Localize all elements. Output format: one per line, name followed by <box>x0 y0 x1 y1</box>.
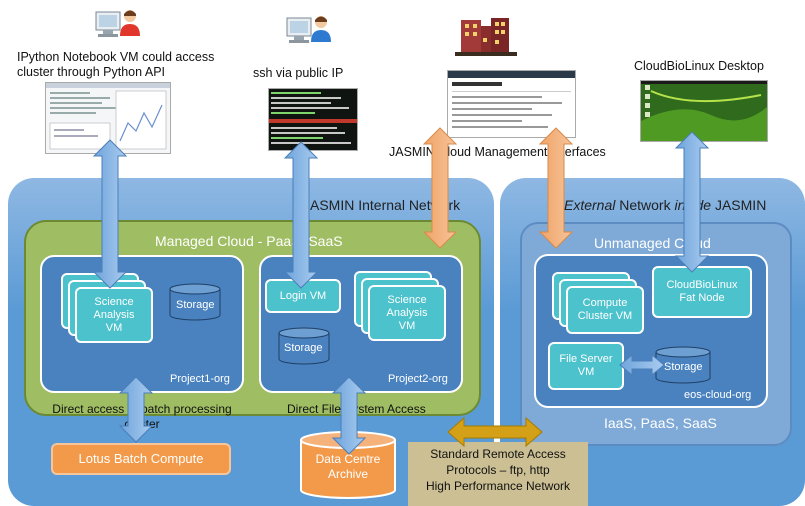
eos-storage-label: Storage <box>664 361 703 373</box>
user-computer-icon <box>286 16 331 43</box>
cloud-management-screenshot <box>447 70 576 138</box>
ssh-label: ssh via public IP <box>253 66 344 80</box>
cloudbiolinux-fat-node: CloudBioLinux Fat Node <box>652 266 752 318</box>
storage-cylinder-icon <box>169 283 221 321</box>
internal-network-title: JASMIN Internal Network <box>303 197 461 213</box>
external-network-title: External Network inside JASMIN <box>564 197 766 213</box>
ipython-notebook-screenshot <box>45 82 171 154</box>
science-analysis-vm-2: Science Analysis VM <box>368 285 446 341</box>
science-analysis-vm: Science Analysis VM <box>75 287 153 343</box>
external-word: External <box>564 197 616 213</box>
mgmt-arrow-internal <box>422 127 458 249</box>
project2-storage-label: Storage <box>284 342 323 354</box>
fileserver-storage-arrow <box>619 353 665 377</box>
ssh-terminal-screenshot <box>268 88 358 151</box>
cloudbiolinux-desktop-screenshot <box>640 80 768 142</box>
data-centre-archive-label: Data Centre Archive <box>315 452 381 481</box>
storage-cylinder-icon <box>278 327 330 365</box>
ssh-access-arrow <box>283 141 319 289</box>
network-word: Network <box>615 197 675 213</box>
lotus-batch-compute-box: Lotus Batch Compute <box>51 443 231 475</box>
storage-cylinder-icon <box>655 346 711 384</box>
data-centre-building-icon <box>455 18 517 56</box>
cloudbiolinux-arrow <box>674 131 710 273</box>
user-computer-icon <box>95 10 140 37</box>
remote-access-arrow <box>447 416 543 448</box>
project1-storage-label: Storage <box>176 299 215 311</box>
filesystem-access-arrow <box>331 376 367 455</box>
unmanaged-cloud-title: Unmanaged Cloud <box>594 235 711 251</box>
file-server-vm: File Server VM <box>548 342 624 390</box>
project1-org-label: Project1-org <box>170 373 230 385</box>
eos-cloud-org-label: eos-cloud-org <box>684 389 752 401</box>
ipython-access-arrow <box>92 139 128 289</box>
cloudbiolinux-label: CloudBioLinux Desktop <box>634 59 764 73</box>
iaas-paas-saas-label: IaaS, PaaS, SaaS <box>604 415 717 431</box>
project2-org-label: Project2-org <box>388 373 448 385</box>
jasmin-word: JASMIN <box>711 197 767 213</box>
batch-access-arrow <box>118 376 154 443</box>
standard-remote-access-box: Standard Remote Access Protocols – ftp, … <box>408 442 588 506</box>
compute-cluster-vm: Compute Cluster VM <box>566 286 644 334</box>
data-centre-archive-cylinder <box>300 431 396 499</box>
mgmt-arrow-external <box>538 127 574 249</box>
ipython-label: IPython Notebook VM could access cluster… <box>17 50 215 79</box>
